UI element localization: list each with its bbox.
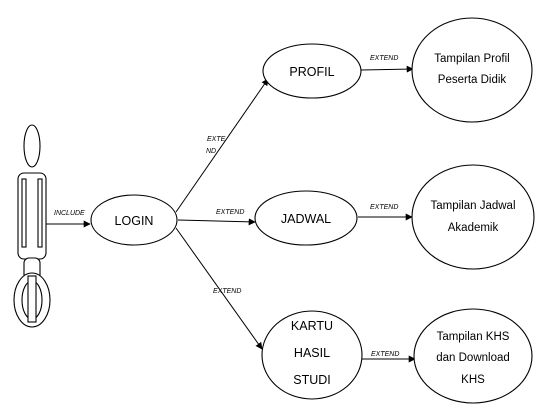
svg-text:KHS: KHS xyxy=(461,374,485,386)
extend-label-profil-1: EXTE xyxy=(207,136,226,143)
jadwal-use-case: JADWAL xyxy=(254,190,358,246)
svg-text:dan Download: dan Download xyxy=(436,352,510,364)
extend-label-profil-tampilan: EXTEND xyxy=(370,55,398,62)
profil-use-case: PROFIL xyxy=(262,43,362,99)
extend-label-profil-2: ND xyxy=(206,148,216,155)
svg-text:STUDI: STUDI xyxy=(293,373,331,387)
login-use-case: LOGIN xyxy=(90,194,178,246)
tampilan-khs-use-case: Tampilan KHS dan Download KHS xyxy=(413,308,533,404)
include-label: INCLUDE xyxy=(54,210,85,217)
svg-text:JADWAL: JADWAL xyxy=(281,212,331,226)
extend-label-khs: EXTEND xyxy=(213,288,241,295)
svg-text:Tampilan Jadwal: Tampilan Jadwal xyxy=(430,200,515,212)
khs-use-case: KARTU HASIL STUDI xyxy=(261,310,363,400)
svg-text:KARTU: KARTU xyxy=(291,319,333,333)
tampilan-profil-use-case: Tampilan Profil Peserta Didik xyxy=(411,17,533,123)
svg-text:PROFIL: PROFIL xyxy=(289,65,334,79)
extend-label-khs-tampilan: EXTEND xyxy=(371,351,399,358)
svg-text:Tampilan Profil: Tampilan Profil xyxy=(434,53,509,65)
login-jadwal-edge xyxy=(177,218,256,226)
svg-text:LOGIN: LOGIN xyxy=(115,214,154,228)
extend-label-jadwal-tampilan: EXTEND xyxy=(370,204,398,211)
svg-text:Peserta Didik: Peserta Didik xyxy=(438,74,507,86)
tampilan-jadwal-use-case: Tampilan Jadwal Akademik xyxy=(411,164,535,270)
login-profil-edge xyxy=(175,78,269,213)
extend-label-jadwal: EXTEND xyxy=(216,209,244,216)
svg-text:HASIL: HASIL xyxy=(294,346,330,360)
login-khs-edge xyxy=(175,227,263,350)
svg-text:Tampilan KHS: Tampilan KHS xyxy=(437,331,510,343)
stick-figure-actor-icon xyxy=(13,124,51,328)
profil-tampilan-edge xyxy=(360,65,414,73)
svg-text:Akademik: Akademik xyxy=(448,222,499,234)
